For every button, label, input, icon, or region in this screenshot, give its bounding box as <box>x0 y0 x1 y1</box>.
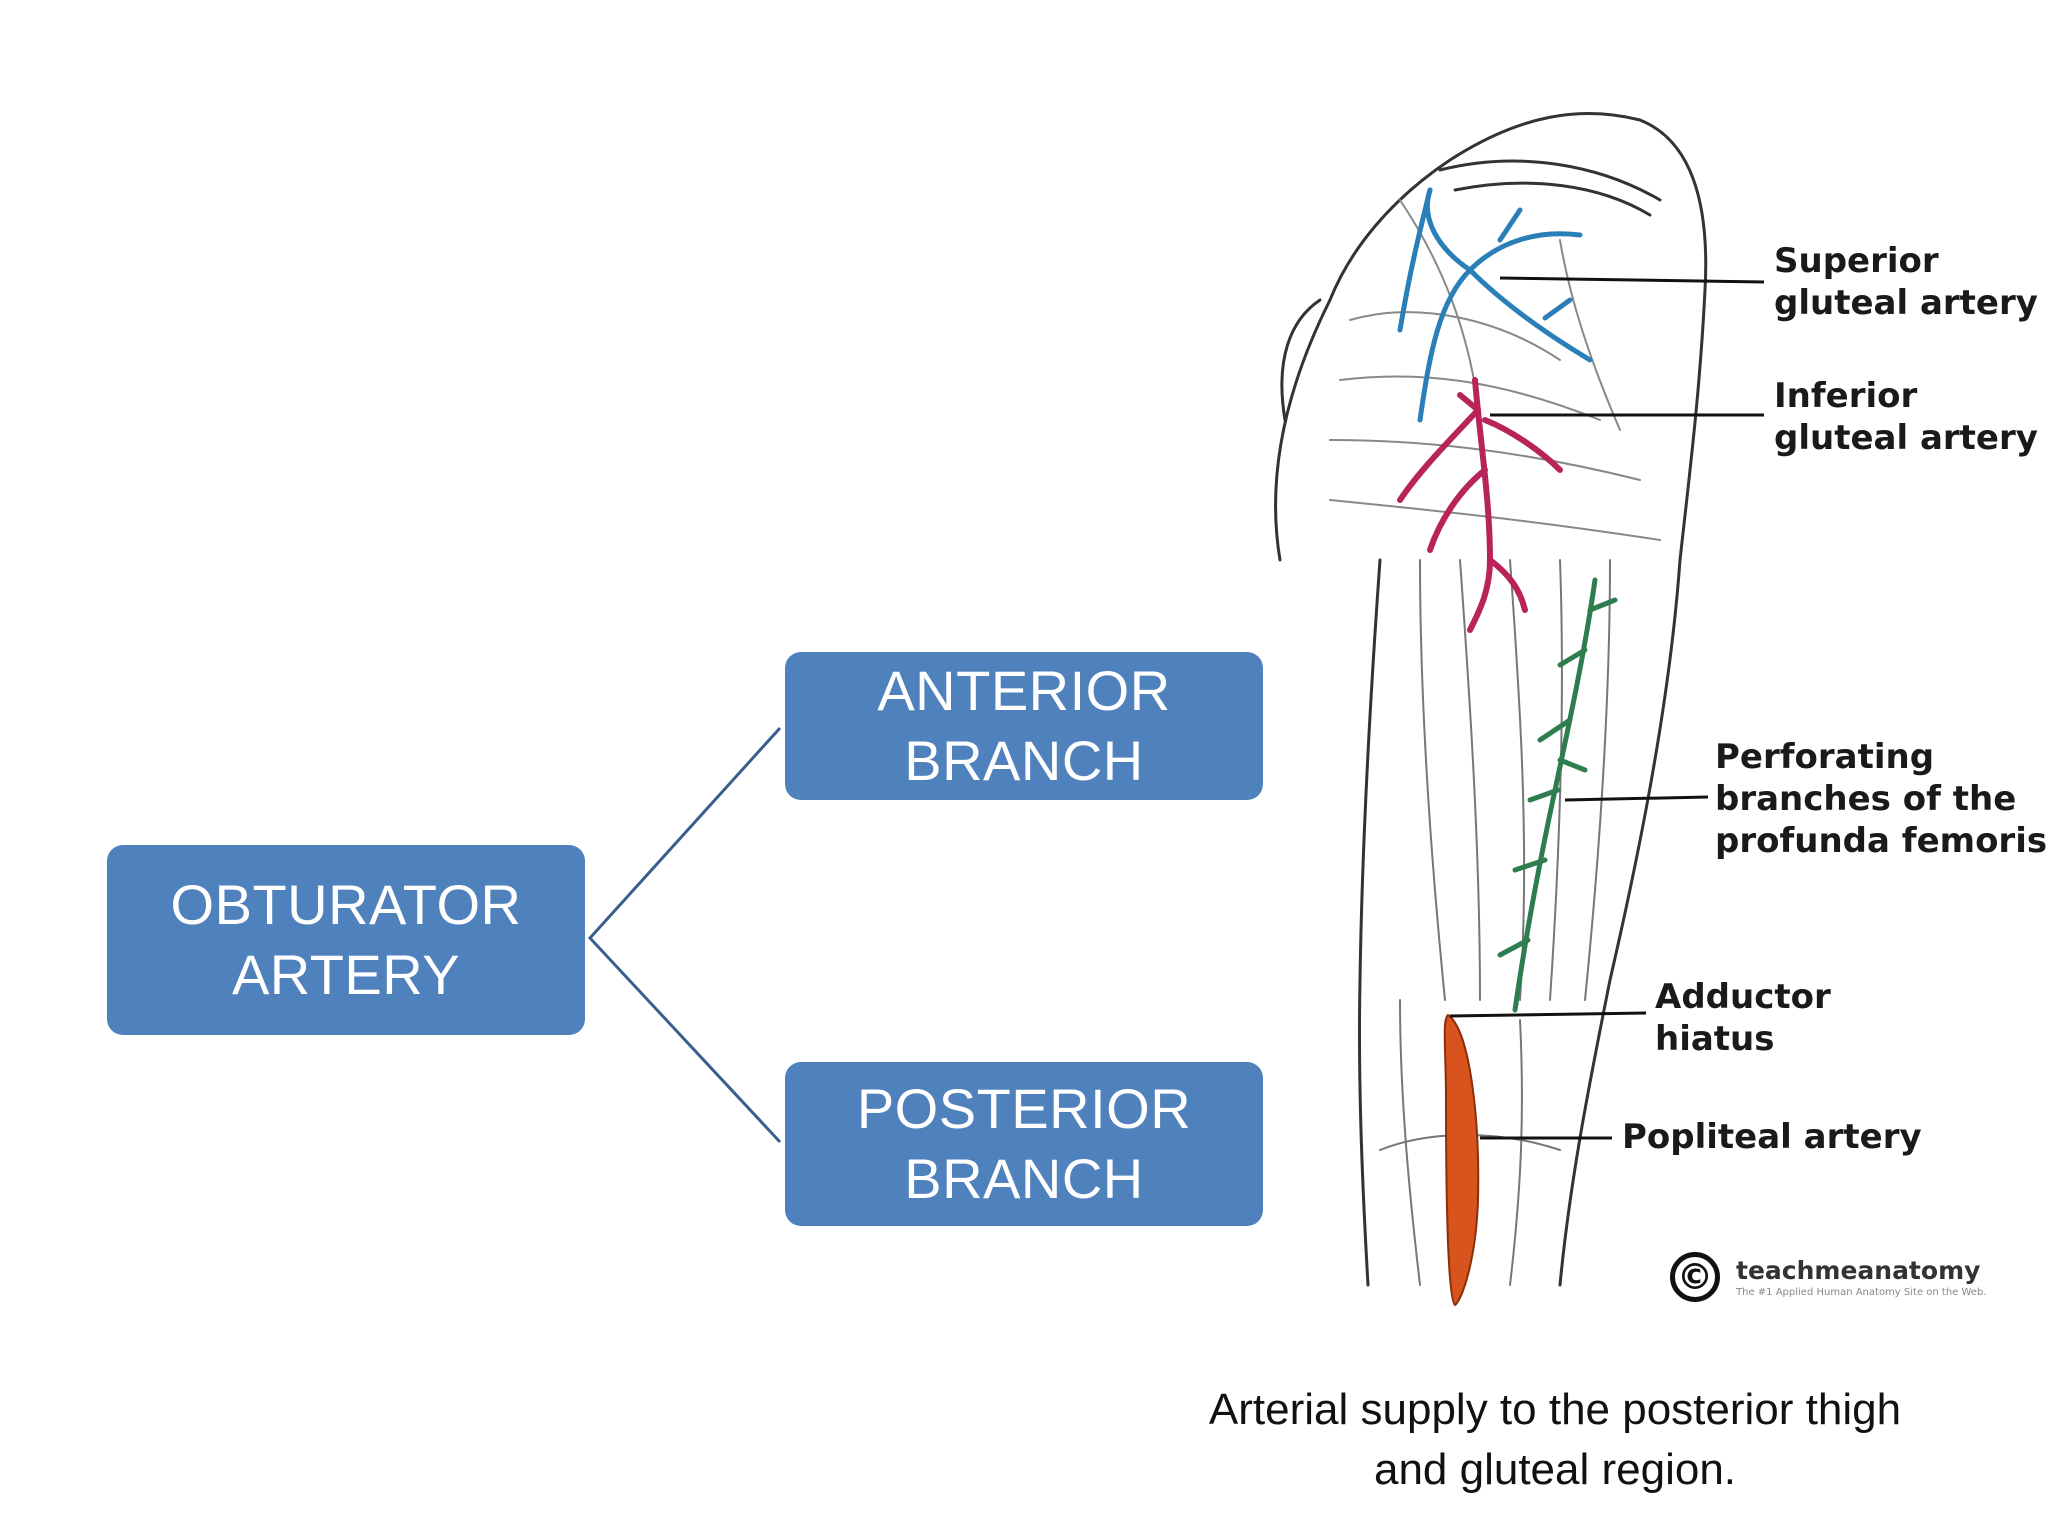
caption-line1: Arterial supply to the posterior thigh <box>1208 1385 1902 1434</box>
brand-name: teachmeanatomy <box>1736 1256 1981 1285</box>
posterior-line1: POSTERIOR <box>856 1077 1192 1140</box>
label-perforating-line2: branches of the <box>1715 779 2017 819</box>
brand-watermark: © teachmeanatomy The #1 Applied Human An… <box>1670 1252 1986 1302</box>
label-adductor-hiatus: Adductor hiatus <box>1655 976 1831 1060</box>
label-perforating-branches: Perforating branches of the profunda fem… <box>1715 736 2047 862</box>
anterior-line1: ANTERIOR <box>877 659 1171 722</box>
caption-line2: and gluteal region. <box>1373 1445 1737 1494</box>
figure-caption: Arterial supply to the posterior thigh a… <box>1090 1380 2020 1500</box>
label-popliteal-artery: Popliteal artery <box>1622 1116 1922 1158</box>
anterior-branch-box: ANTERIOR BRANCH <box>785 652 1263 800</box>
label-adductor-line1: Adductor <box>1655 977 1831 1017</box>
label-popliteal-line1: Popliteal artery <box>1622 1117 1922 1157</box>
label-inferior-line2: gluteal artery <box>1774 418 2038 458</box>
obturator-line2: ARTERY <box>231 943 461 1006</box>
label-superior-gluteal-artery: Superior gluteal artery <box>1774 240 2038 324</box>
brand-text: teachmeanatomy The #1 Applied Human Anat… <box>1736 1256 1986 1298</box>
label-inferior-gluteal-artery: Inferior gluteal artery <box>1774 375 2038 459</box>
popliteal-artery-shape <box>1443 1013 1480 1307</box>
brand-tagline: The #1 Applied Human Anatomy Site on the… <box>1736 1287 1987 1298</box>
anterior-line2: BRANCH <box>904 729 1144 792</box>
posterior-branch-box: POSTERIOR BRANCH <box>785 1062 1263 1226</box>
posterior-line2: BRANCH <box>904 1147 1144 1210</box>
label-perforating-line3: profunda femoris <box>1715 821 2048 861</box>
obturator-artery-box: OBTURATOR ARTERY <box>107 845 585 1035</box>
copyright-icon: © <box>1670 1252 1720 1302</box>
label-superior-line1: Superior <box>1774 241 1939 281</box>
obturator-line1: OBTURATOR <box>170 873 522 936</box>
label-perforating-line1: Perforating <box>1715 737 1935 777</box>
label-adductor-line2: hiatus <box>1655 1019 1775 1059</box>
label-inferior-line1: Inferior <box>1774 376 1918 416</box>
label-superior-line2: gluteal artery <box>1774 283 2038 323</box>
